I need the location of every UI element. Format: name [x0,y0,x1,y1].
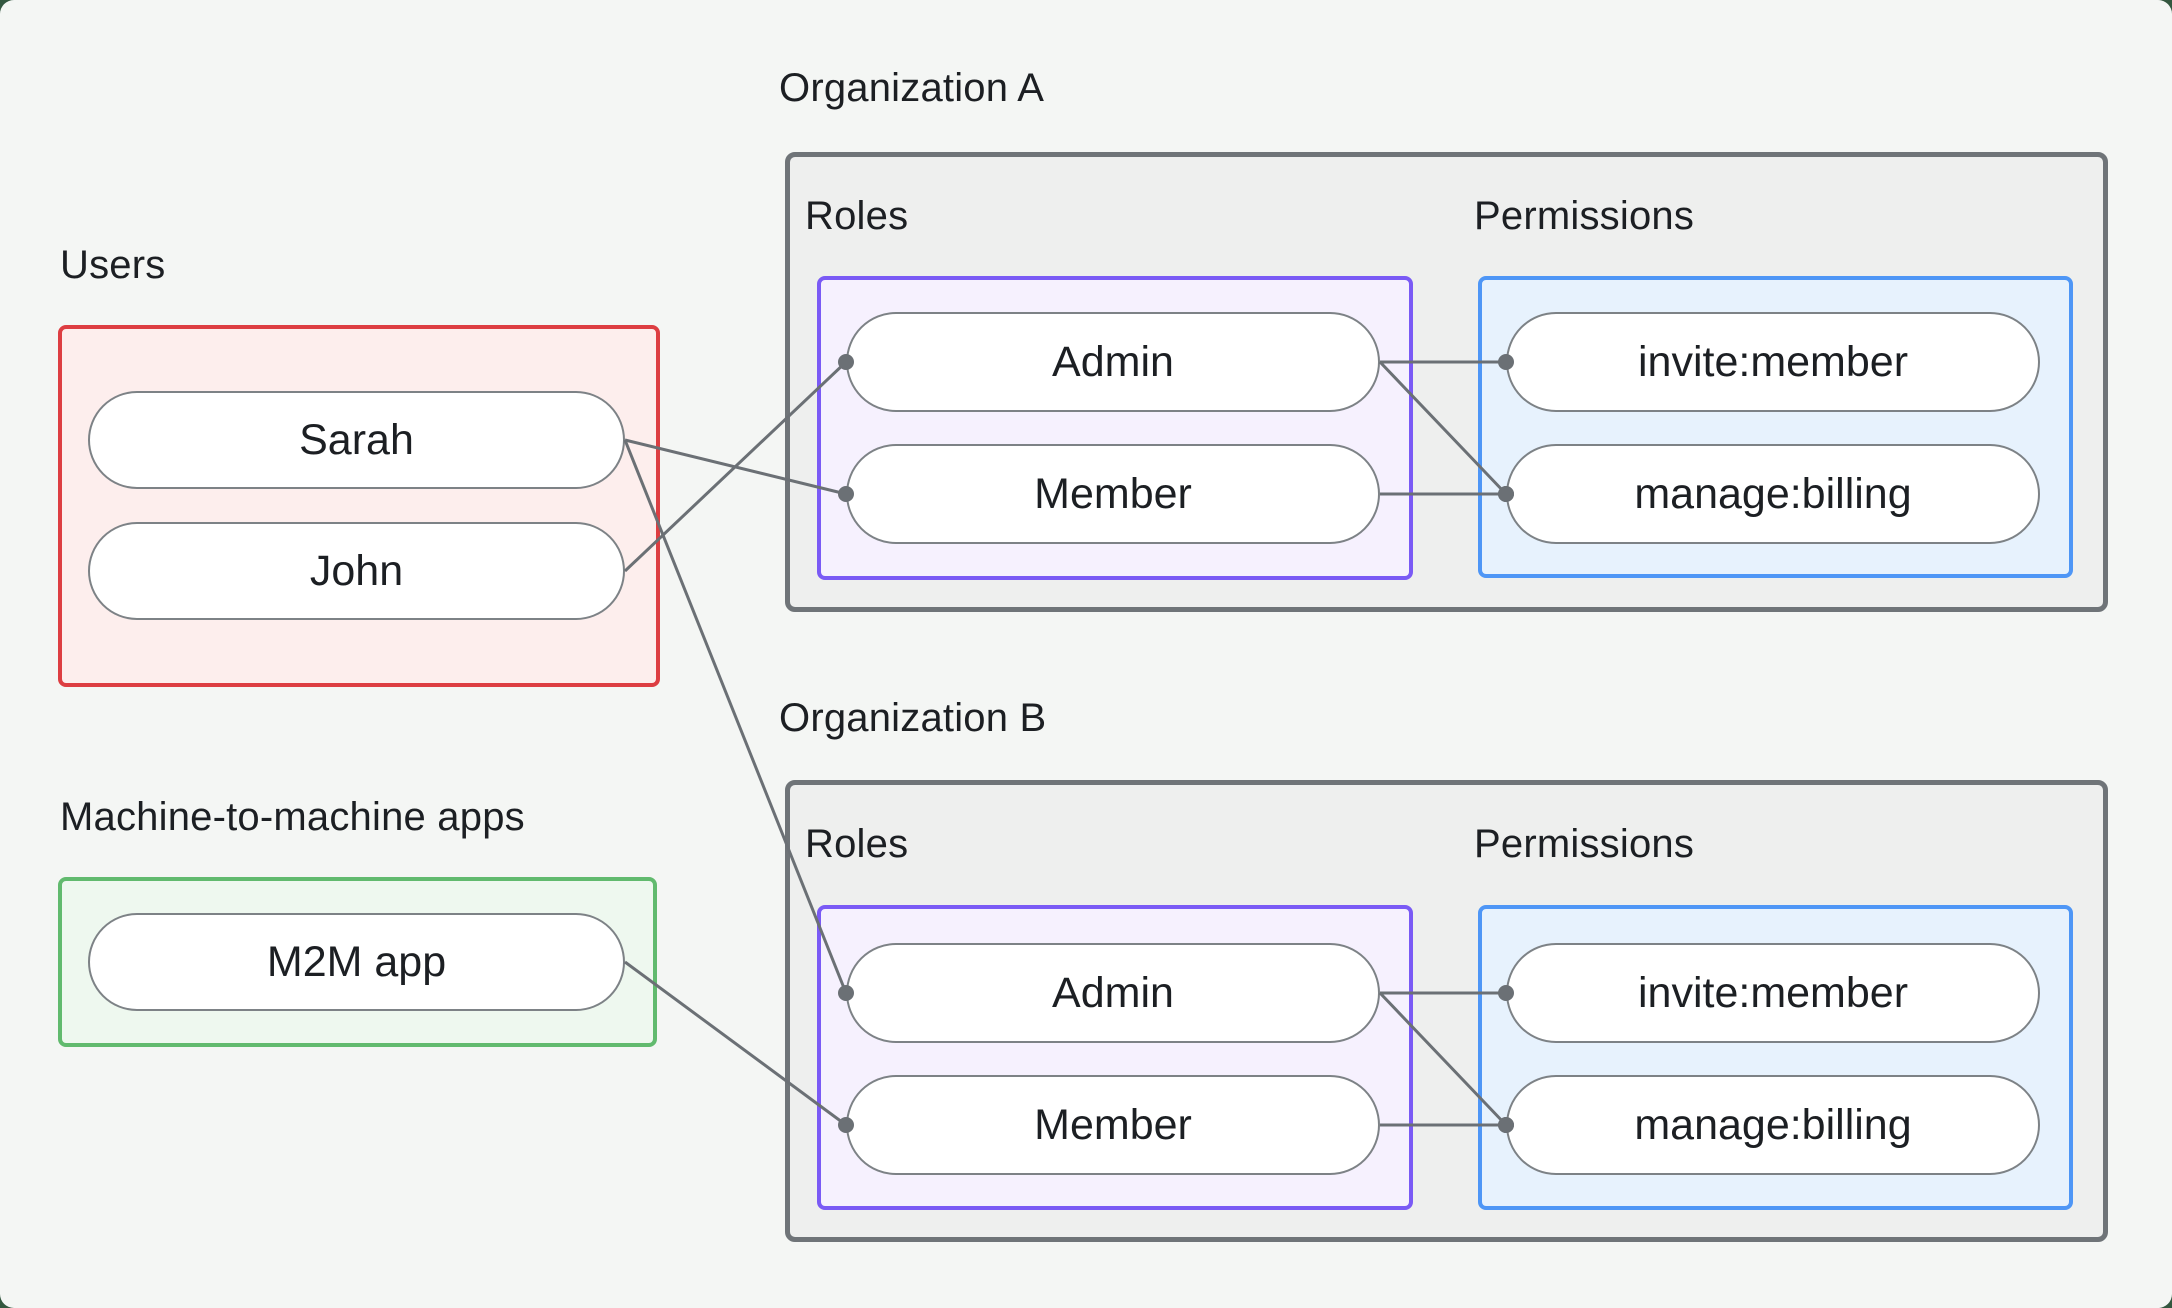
node-user-john: John [88,522,625,620]
users-group-box [58,325,660,687]
node-org-a-perm-invite: invite:member [1506,312,2040,412]
org-b-permissions-title: Permissions [1474,822,1695,866]
node-org-a-role-admin: Admin [846,312,1380,412]
node-org-b-perm-invite: invite:member [1506,943,2040,1043]
node-org-b-role-admin: Admin [846,943,1380,1043]
node-m2m-app: M2M app [88,913,625,1011]
org-a-roles-title: Roles [805,194,909,238]
node-user-sarah: Sarah [88,391,625,489]
node-org-b-role-member: Member [846,1075,1380,1175]
org-b-title: Organization B [779,696,1047,740]
node-org-b-perm-manage: manage:billing [1506,1075,2040,1175]
node-org-a-perm-manage: manage:billing [1506,444,2040,544]
org-a-permissions-title: Permissions [1474,194,1695,238]
org-a-title: Organization A [779,66,1045,110]
users-group-title: Users [60,243,166,287]
org-b-roles-title: Roles [805,822,909,866]
node-org-a-role-member: Member [846,444,1380,544]
m2m-group-title: Machine-to-machine apps [60,795,525,839]
